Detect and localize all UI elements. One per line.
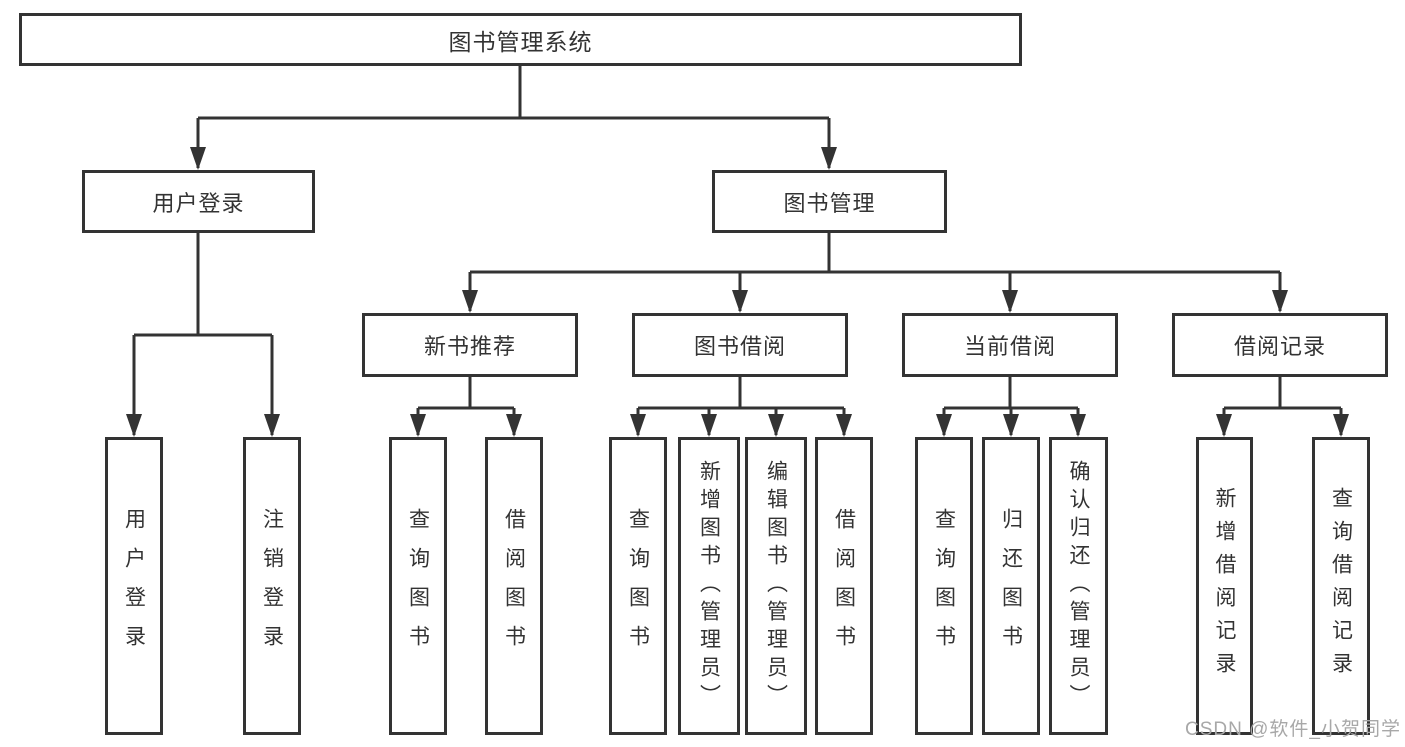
leaf-label: 借阅图书: [832, 508, 856, 664]
leaf-confirm-return-admin: 确认归还（管理员）: [1049, 437, 1108, 735]
leaf-return-books: 归还图书: [982, 437, 1040, 735]
node-current-borrowing: 当前借阅: [902, 313, 1118, 377]
node-label: 图书管理: [783, 190, 876, 216]
leaf-label: 注销登录: [260, 508, 284, 664]
leaf-label: 查询图书: [406, 508, 430, 664]
leaf-user-login: 用户登录: [105, 437, 163, 735]
node-borrowing-records: 借阅记录: [1172, 313, 1388, 377]
leaf-query-books-borrowing: 查询图书: [609, 437, 667, 735]
leaf-label: 编辑图书（管理员）: [764, 460, 788, 712]
leaf-borrow-books: 借阅图书: [815, 437, 873, 735]
node-book-borrowing: 图书借阅: [632, 313, 848, 377]
leaf-label: 查询图书: [626, 508, 650, 664]
node-book-management: 图书管理: [712, 170, 947, 233]
leaf-borrow-books-recommend: 借阅图书: [485, 437, 543, 735]
node-user-login: 用户登录: [82, 170, 315, 233]
leaf-query-books-recommend: 查询图书: [389, 437, 447, 735]
node-label: 图书借阅: [693, 334, 786, 359]
leaf-label: 新增图书（管理员）: [697, 460, 721, 712]
leaf-label: 查询借阅记录: [1329, 487, 1353, 685]
leaf-add-borrow-record: 新增借阅记录: [1196, 437, 1253, 735]
leaf-edit-books-admin: 编辑图书（管理员）: [745, 437, 807, 735]
leaf-logout: 注销登录: [243, 437, 301, 735]
leaf-query-books-current: 查询图书: [915, 437, 973, 735]
leaf-label: 新增借阅记录: [1213, 487, 1236, 685]
node-label: 图书管理系统: [448, 28, 593, 55]
leaf-query-borrow-record: 查询借阅记录: [1312, 437, 1370, 735]
node-library-management-system: 图书管理系统: [19, 13, 1022, 66]
leaf-add-books-admin: 新增图书（管理员）: [678, 437, 740, 735]
leaf-label: 确认归还（管理员）: [1067, 460, 1090, 712]
node-new-book-recommendation: 新书推荐: [362, 313, 578, 377]
leaf-label: 借阅图书: [502, 508, 526, 664]
node-label: 新书推荐: [423, 334, 516, 359]
leaf-label: 用户登录: [122, 508, 146, 664]
node-label: 借阅记录: [1233, 334, 1326, 359]
leaf-label: 归还图书: [999, 508, 1023, 664]
csdn-watermark: CSDN @软件_小贺同学: [1185, 719, 1401, 740]
node-label: 当前借阅: [963, 334, 1056, 359]
leaf-label: 查询图书: [932, 508, 956, 664]
node-label: 用户登录: [152, 190, 245, 216]
